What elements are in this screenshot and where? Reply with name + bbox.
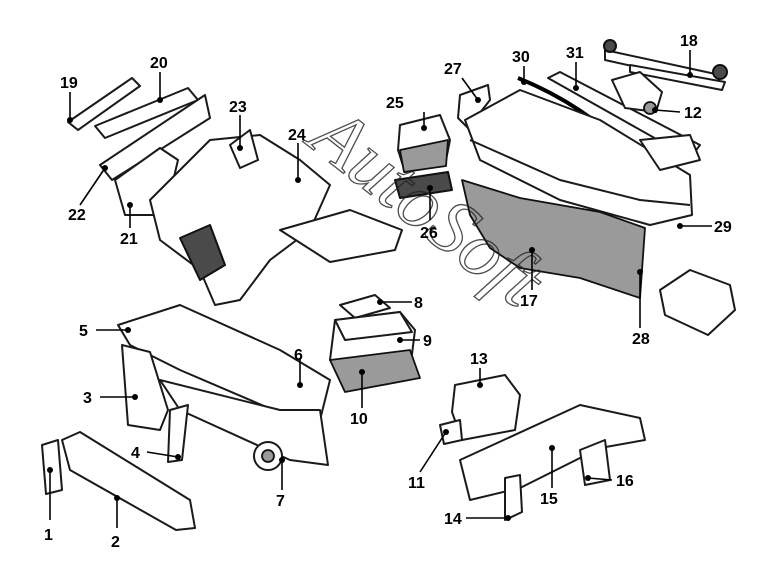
callout-23: 23 [229,99,247,116]
callout-7: 7 [276,493,285,510]
callout-26: 26 [420,225,438,242]
part-2-crossmember [61,431,196,531]
callout-4: 4 [131,445,140,462]
callout-11: 11 [408,475,425,492]
callout-13: 13 [470,351,488,368]
part-17-dash-insulator [461,179,646,299]
part-4-bracket [167,404,189,463]
callout-14: 14 [444,511,462,528]
part-1-bracket [41,439,63,495]
callout-25: 25 [386,95,404,112]
part-14-bracket [504,474,523,521]
part-22-rail-upper [99,94,211,181]
part-10-battery-tray [329,349,421,393]
callout-1: 1 [44,527,53,544]
callout-12: 12 [684,105,702,122]
part-31-wiper-link [547,71,701,171]
part-13-reservoir [451,374,521,441]
callout-17: 17 [520,293,538,310]
callout-27: 27 [444,61,462,78]
callout-18: 18 [680,33,698,50]
part-3-side-panel [121,344,169,431]
callout-8: 8 [414,295,423,312]
callout-2: 2 [111,534,120,551]
callout-29: 29 [714,219,732,236]
callout-3: 3 [83,390,92,407]
callout-labels: 1 2 3 4 5 6 7 8 9 10 11 12 13 14 15 16 1… [44,33,732,551]
callout-5: 5 [79,323,88,340]
callout-19: 19 [60,75,78,92]
callout-15: 15 [540,491,558,508]
callout-22: 22 [68,207,86,224]
callout-31: 31 [566,45,584,62]
callout-30: 30 [512,49,530,66]
callout-24: 24 [288,127,306,144]
part-26-connector-block [394,171,453,199]
part-23-24-front-side-member [149,129,403,306]
callout-6: 6 [294,347,303,364]
callout-10: 10 [350,411,368,428]
part-25-relay-box [397,114,451,173]
callout-9: 9 [423,333,432,350]
callout-21: 21 [120,231,138,248]
callout-28: 28 [632,331,650,348]
callout-16: 16 [616,473,634,490]
part-29-cowl-panel [464,89,693,226]
part-28-bulkhead-bracket [659,269,736,336]
callout-20: 20 [150,55,168,72]
part-19-bracket [67,77,141,131]
part-7-horn [253,441,283,471]
leader-lines [47,50,712,528]
